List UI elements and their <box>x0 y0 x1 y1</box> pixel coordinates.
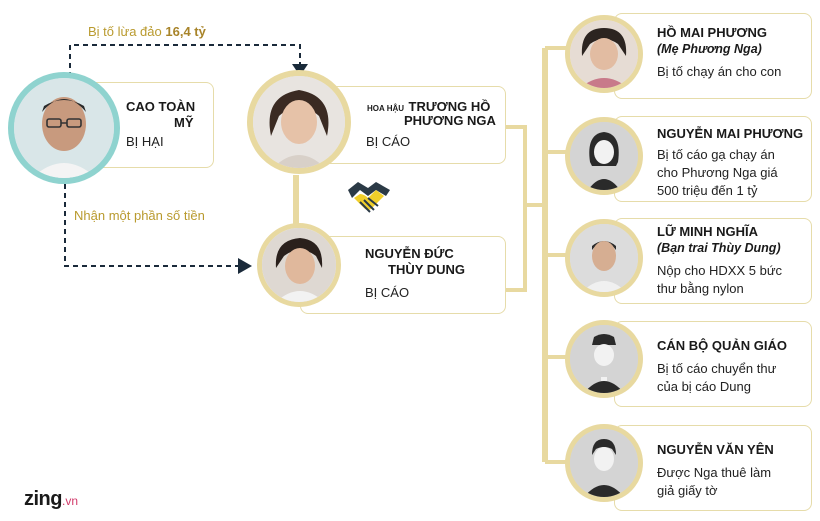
dung-avatar <box>257 223 341 307</box>
person-name-0: HỒ MAI PHƯƠNG <box>657 25 767 40</box>
person-card-ho-mai-phuong <box>614 13 812 99</box>
person-card-nguyen-mai-phuong <box>614 116 812 202</box>
woman-portrait-icon <box>253 76 345 168</box>
person-name-3: CÁN BỘ QUẢN GIÁO <box>657 338 787 353</box>
person-name-1: NGUYỄN MAI PHƯƠNG <box>657 126 804 141</box>
nga-name-block: HOA HẬU TRƯƠNG HỒ <box>367 98 490 116</box>
victim-avatar <box>8 72 120 184</box>
woman-photo-icon <box>570 20 638 88</box>
logo-brand: zing <box>24 488 63 510</box>
man-portrait-icon <box>14 78 114 178</box>
person-avatar-nguyen-mai-phuong <box>565 117 643 195</box>
officer-silhouette-icon <box>570 325 638 393</box>
person-desc-2-line-1: thư bằng nylon <box>657 281 744 296</box>
victim-name-line2: MỸ <box>174 115 194 130</box>
person-desc-3-line-1: của bị cáo Dung <box>657 379 751 394</box>
person-desc-1-line-2: 500 triệu đến 1 tỷ <box>657 183 758 198</box>
person-name-2: LỮ MINH NGHĨA <box>657 224 759 239</box>
logo-suffix: .vn <box>62 494 79 508</box>
arrow-top-label: Bị tố lừa đảo 16,4 tỷ <box>88 24 206 39</box>
man-silhouette-icon <box>570 429 638 497</box>
arrow-top-amount: 16,4 tỷ <box>165 24 206 39</box>
nga-name-line2: PHƯƠNG NGA <box>404 113 496 128</box>
dashed-arrow-top <box>69 44 301 95</box>
link-nga-bracket <box>505 125 545 207</box>
dung-name-line1: NGUYỄN ĐỨC <box>365 246 454 261</box>
person-avatar-can-bo-quan-giao <box>565 320 643 398</box>
dung-role: BỊ CÁO <box>365 285 410 300</box>
victim-name-line1: CAO TOÀN <box>126 99 196 114</box>
nga-role: BỊ CÁO <box>366 134 411 149</box>
person-desc-0-line-0: Bị tố chạy án cho con <box>657 64 782 79</box>
person-card-nguyen-van-yen <box>614 425 812 511</box>
arrow-head-bottom <box>238 258 252 274</box>
nga-name-line1: TRƯƠNG HỒ <box>408 99 491 114</box>
woman-silhouette-icon <box>570 122 638 190</box>
person-sub-2: (Bạn trai Thùy Dung) <box>657 241 781 255</box>
dashed-arrow-bottom <box>64 175 240 267</box>
handshake-icon <box>346 176 392 216</box>
person-sub-0: (Mẹ Phương Nga) <box>657 42 762 56</box>
victim-role: BỊ HẠI <box>126 134 164 149</box>
person-card-lu-minh-nghia <box>614 218 812 304</box>
person-name-4: NGUYỄN VĂN YÊN <box>657 442 774 457</box>
dung-name-line2: THÙY DUNG <box>388 262 466 277</box>
person-desc-4-line-0: Được Nga thuê làm <box>657 465 772 480</box>
person-desc-4-line-1: giả giấy tờ <box>657 483 718 498</box>
person-avatar-nguyen-van-yen <box>565 424 643 502</box>
arrow-top-text: Bị tố lừa đảo <box>88 24 162 39</box>
nga-avatar <box>247 70 351 174</box>
person-avatar-lu-minh-nghia <box>565 219 643 297</box>
nga-prefix: HOA HẬU <box>367 104 405 113</box>
arrow-bottom-label: Nhận một phần số tiền <box>74 208 205 223</box>
zing-logo: zing.vn <box>24 488 78 511</box>
person-desc-1-line-0: Bị tố cáo gạ chạy án <box>657 147 775 162</box>
person-avatar-ho-mai-phuong <box>565 15 643 93</box>
person-desc-2-line-0: Nộp cho HDXX 5 bức <box>657 263 783 278</box>
woman-portrait-icon-2 <box>262 228 336 302</box>
person-desc-1-line-1: cho Phương Nga giá <box>657 165 778 180</box>
link-dung-bracket <box>505 205 527 292</box>
person-desc-3-line-0: Bị tố cáo chuyển thư <box>657 361 777 376</box>
man-photo-icon <box>570 224 638 292</box>
